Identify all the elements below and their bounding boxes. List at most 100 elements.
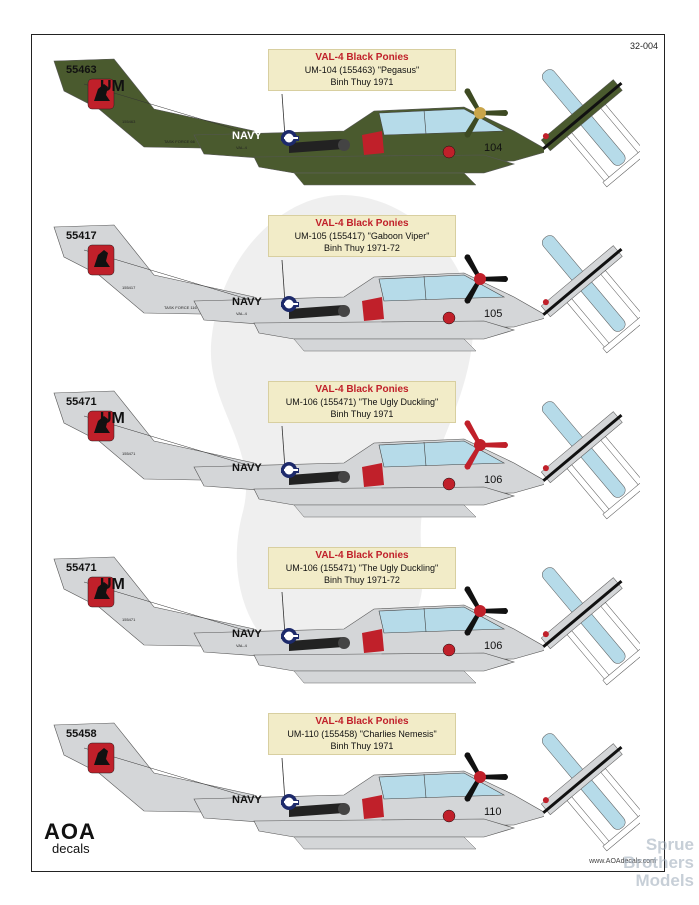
boom-right [600, 602, 640, 653]
exhaust [338, 305, 350, 317]
sponson [253, 652, 516, 672]
caption-title: VAL-4 Black Ponies [315, 384, 409, 395]
tail-number: 55471 [66, 562, 97, 574]
navy-marking: NAVY [232, 628, 262, 640]
boom-right [600, 270, 640, 321]
tailplane [602, 811, 640, 852]
wing-walkway [542, 248, 623, 316]
exhaust [338, 637, 350, 649]
engine-nacelle [289, 305, 344, 319]
propeller-spinner [474, 107, 486, 119]
red-panel [362, 131, 384, 155]
caption-line-1: UM-110 (155458) "Charlies Nemesis" [287, 729, 437, 739]
wing-walkway [542, 580, 623, 648]
propeller-blade [480, 608, 508, 614]
aircraft-top-view [540, 567, 640, 686]
navy-marking: NAVY [232, 462, 262, 474]
red-panel [362, 297, 384, 321]
sponson [253, 320, 516, 340]
navy-star-insignia [281, 794, 299, 810]
footer-url: www.AOAdecals.com [589, 858, 656, 865]
spru-line-3: Models [635, 871, 694, 890]
exhaust [338, 139, 350, 151]
boom-right [600, 436, 640, 487]
logo-sub: decals [52, 841, 90, 856]
sponson [253, 154, 516, 174]
navy-star-insignia [281, 462, 299, 478]
navy-star-insignia [281, 628, 299, 644]
engine-nacelle [289, 803, 344, 817]
red-panel [362, 795, 384, 819]
aircraft-top-view [540, 733, 640, 852]
navy-marking: NAVY [232, 794, 262, 806]
nose-badge [442, 809, 456, 823]
wingtip-light [542, 299, 549, 306]
gear-pod [293, 338, 477, 352]
serial-marking: 155471 [122, 617, 136, 622]
task-force-marking: TASK FORCE 66 [164, 139, 196, 144]
engine-nacelle [289, 471, 344, 485]
tailplane [602, 479, 640, 520]
modex-number: 106 [484, 640, 502, 652]
tailplane [602, 645, 640, 686]
propeller-blade [480, 276, 508, 282]
boom-right [600, 104, 640, 155]
caption-line-1: UM-104 (155463) "Pegasus" [304, 65, 420, 75]
propeller-diagram [464, 420, 508, 470]
propeller-diagram [464, 752, 508, 802]
nose-badge [442, 643, 456, 657]
wingtip-light [542, 465, 549, 472]
sheet-code: 32-004 [629, 41, 658, 51]
propeller-spinner [474, 273, 486, 285]
wing-walkway [542, 746, 623, 814]
propeller-spinner [474, 771, 486, 783]
pony-emblem [94, 84, 110, 101]
tailplane [602, 313, 640, 354]
caption-line-1: UM-106 (155471) "The Ugly Duckling" [285, 563, 439, 573]
propeller-blade [480, 442, 508, 448]
gear-pod [293, 504, 477, 518]
exhaust [338, 803, 350, 815]
tail-number: 55458 [66, 728, 97, 740]
navy-star-insignia [281, 130, 299, 146]
spru-line-2: Brothers [623, 853, 694, 872]
modex-number: 110 [484, 806, 502, 818]
pony-emblem [94, 582, 110, 599]
serial-marking: 155471 [122, 451, 136, 456]
red-panel [362, 463, 384, 487]
navy-marking: NAVY [232, 296, 262, 308]
propeller-blade [480, 110, 508, 116]
caption-line-2: Binh Thuy 1971 [330, 409, 394, 419]
aircraft-top-view [540, 69, 640, 188]
tail-code: UM [100, 576, 125, 593]
caption-line-2: Binh Thuy 1971 [330, 77, 394, 87]
wingtip-light [542, 631, 549, 638]
caption-title: VAL-4 Black Ponies [315, 716, 409, 727]
tailplane [602, 147, 640, 188]
caption-title: VAL-4 Black Ponies [315, 550, 409, 561]
wing-walkway [542, 82, 623, 150]
boom-right [600, 768, 640, 819]
exhaust [338, 471, 350, 483]
task-force-marking: TASK FORCE 116 [164, 305, 198, 310]
tail-number: 55417 [66, 230, 97, 242]
nose-badge [442, 145, 456, 159]
gear-pod [293, 670, 477, 684]
pony-emblem [94, 250, 110, 267]
tail-number: 55463 [66, 64, 97, 76]
engine-nacelle [289, 139, 344, 153]
